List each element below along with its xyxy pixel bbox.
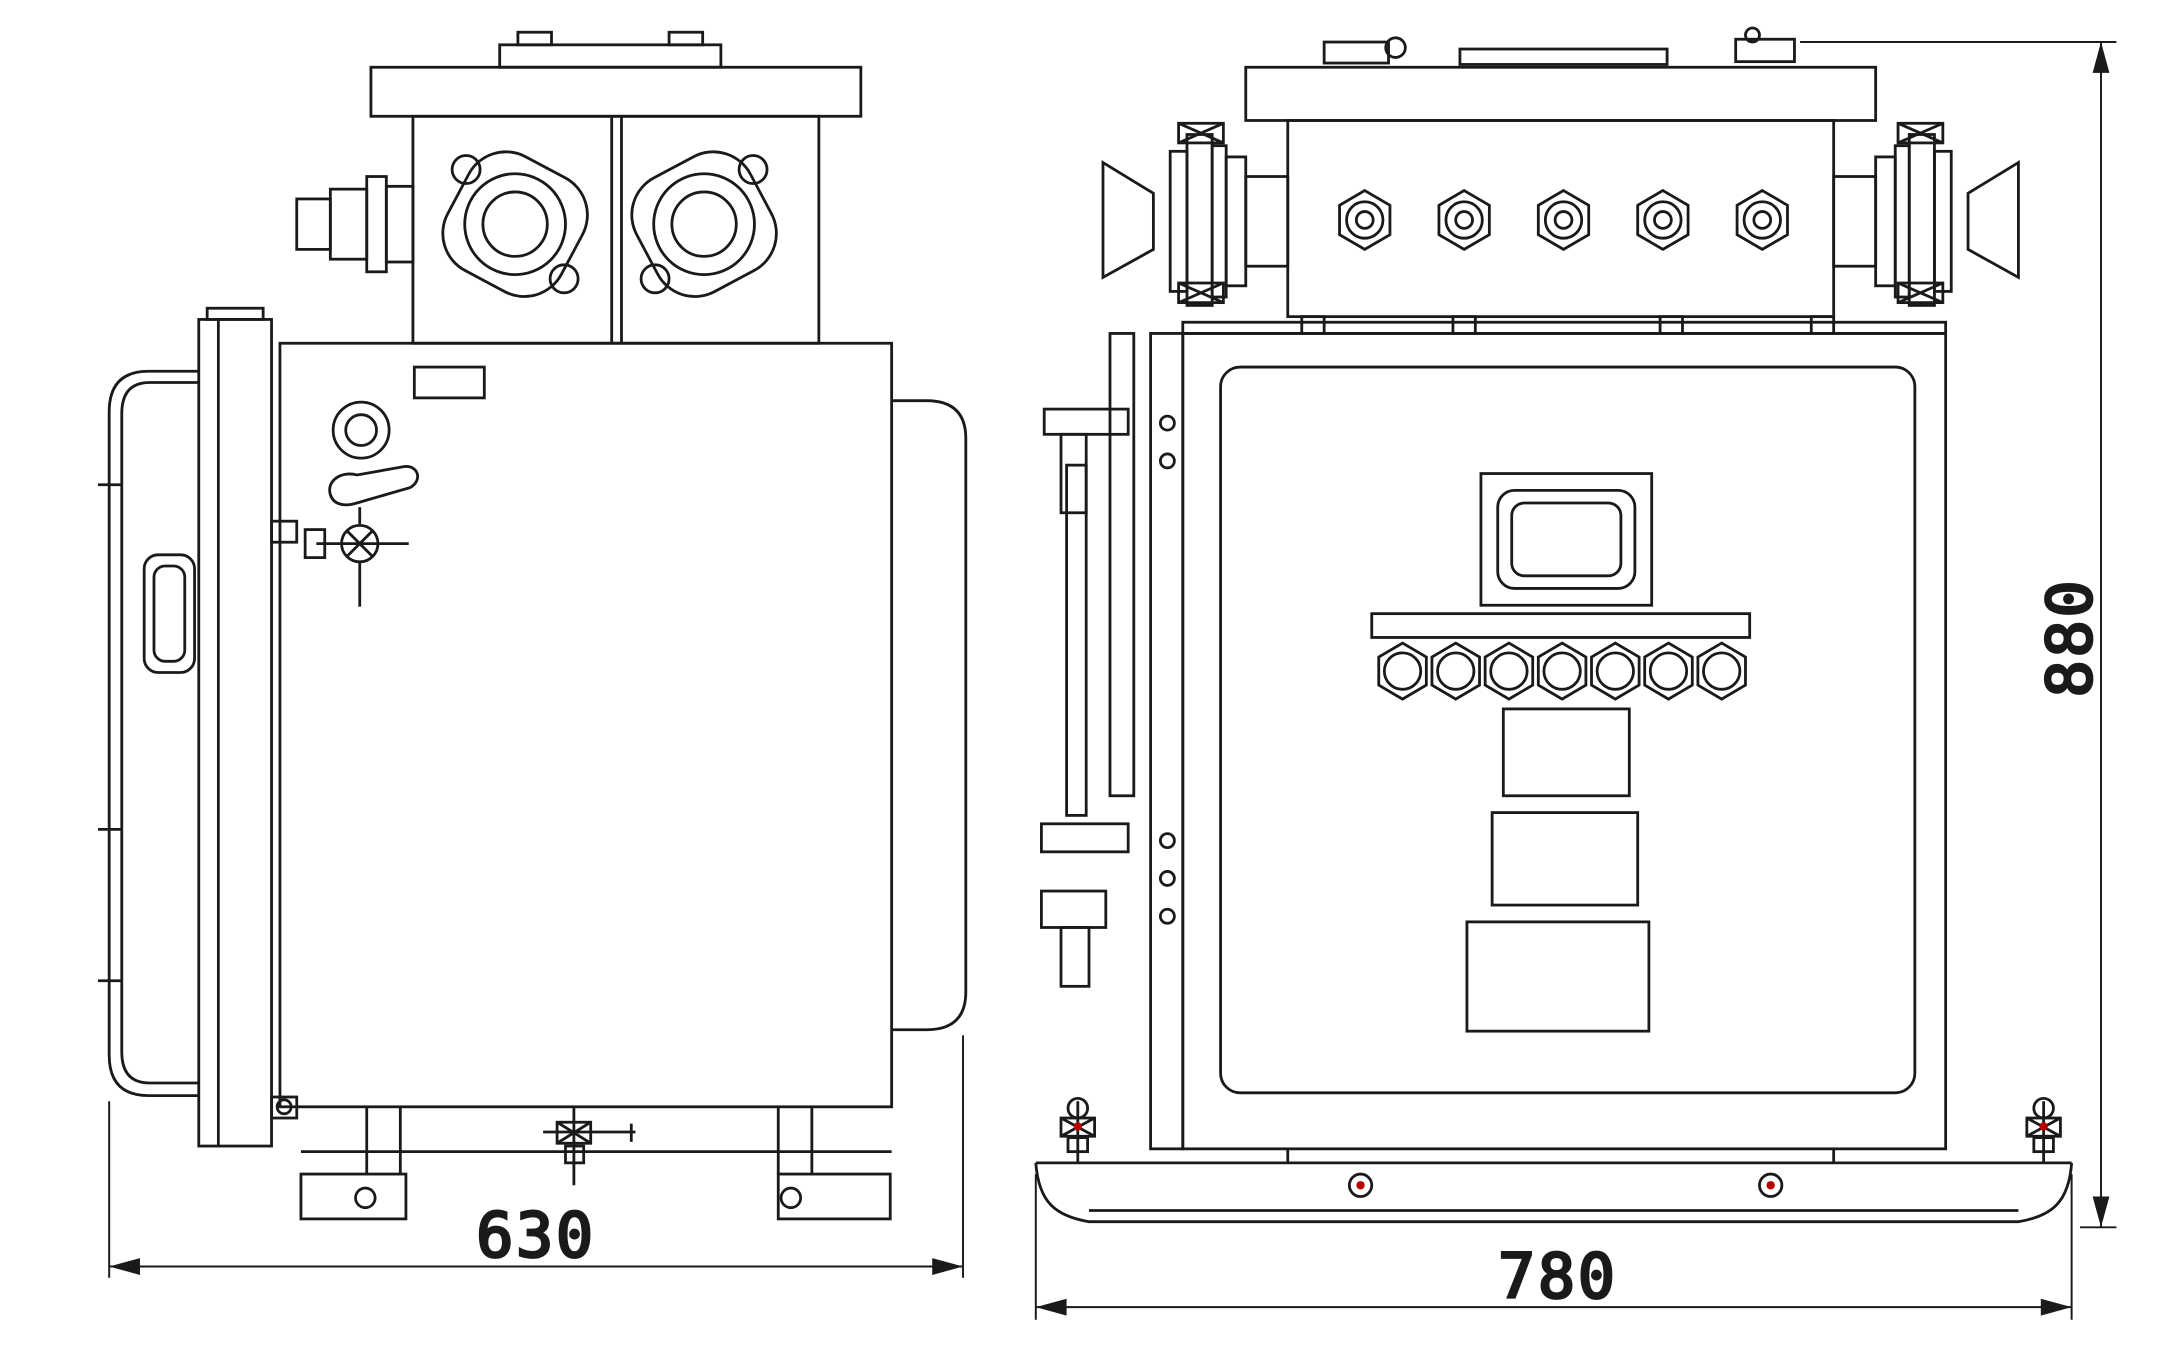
anchor-bolt xyxy=(543,1106,636,1186)
side-top-terminal-box xyxy=(369,30,863,345)
hinge-assembly xyxy=(1040,332,1185,1151)
side-door-bulge xyxy=(97,369,199,1098)
side-body xyxy=(278,341,968,1109)
side-cable-gland xyxy=(295,175,415,274)
arrowhead xyxy=(109,1258,140,1275)
side-door-hinge xyxy=(197,306,273,1148)
side-view: 630 xyxy=(97,30,968,1278)
gland-row xyxy=(1338,188,1789,252)
foot-right xyxy=(776,1172,892,1221)
dim-text-height: 880 xyxy=(2034,578,2106,698)
dimension-height: 880 xyxy=(1800,41,2117,1229)
cable-flange-right xyxy=(630,150,778,298)
dimension-side-width: 630 xyxy=(108,1035,965,1278)
panel-rectangles xyxy=(1465,707,1651,1033)
dimension-front-width: 780 xyxy=(1034,1174,2073,1320)
foot-left xyxy=(299,1172,408,1221)
cable-entry-right xyxy=(1832,121,2020,307)
nameplate xyxy=(412,365,486,400)
door-latch xyxy=(270,400,419,607)
arrowhead xyxy=(2092,1196,2110,1228)
corner-bolt-left xyxy=(1059,1097,1096,1163)
indicator-shelf xyxy=(1370,612,1752,639)
base-bolt-marker xyxy=(1356,1181,1365,1190)
base-bolt-marker xyxy=(1766,1181,1775,1190)
front-body xyxy=(1181,320,1948,1151)
dim-text-front-width: 780 xyxy=(1498,1240,1618,1312)
front-view: 780 880 xyxy=(1034,26,2117,1320)
dim-text-side-width: 630 xyxy=(476,1200,596,1272)
corner-bolt-right xyxy=(2025,1097,2062,1163)
cable-entry-left xyxy=(1101,121,1290,307)
display-window xyxy=(1479,472,1654,607)
front-base xyxy=(1034,1097,2074,1224)
latch-lever xyxy=(328,465,419,507)
door-handle-slot xyxy=(142,553,196,674)
arrowhead xyxy=(2092,42,2110,73)
cable-flange-left xyxy=(441,150,589,298)
arrowhead xyxy=(1035,1298,1067,1316)
arrowhead xyxy=(932,1258,964,1275)
side-base xyxy=(270,1095,892,1221)
front-door-panel xyxy=(1219,365,1917,1095)
arrowhead xyxy=(2040,1298,2072,1316)
side-right-panel xyxy=(891,399,968,1032)
front-top-fittings xyxy=(1322,26,1796,66)
indicator-row xyxy=(1370,612,1752,701)
